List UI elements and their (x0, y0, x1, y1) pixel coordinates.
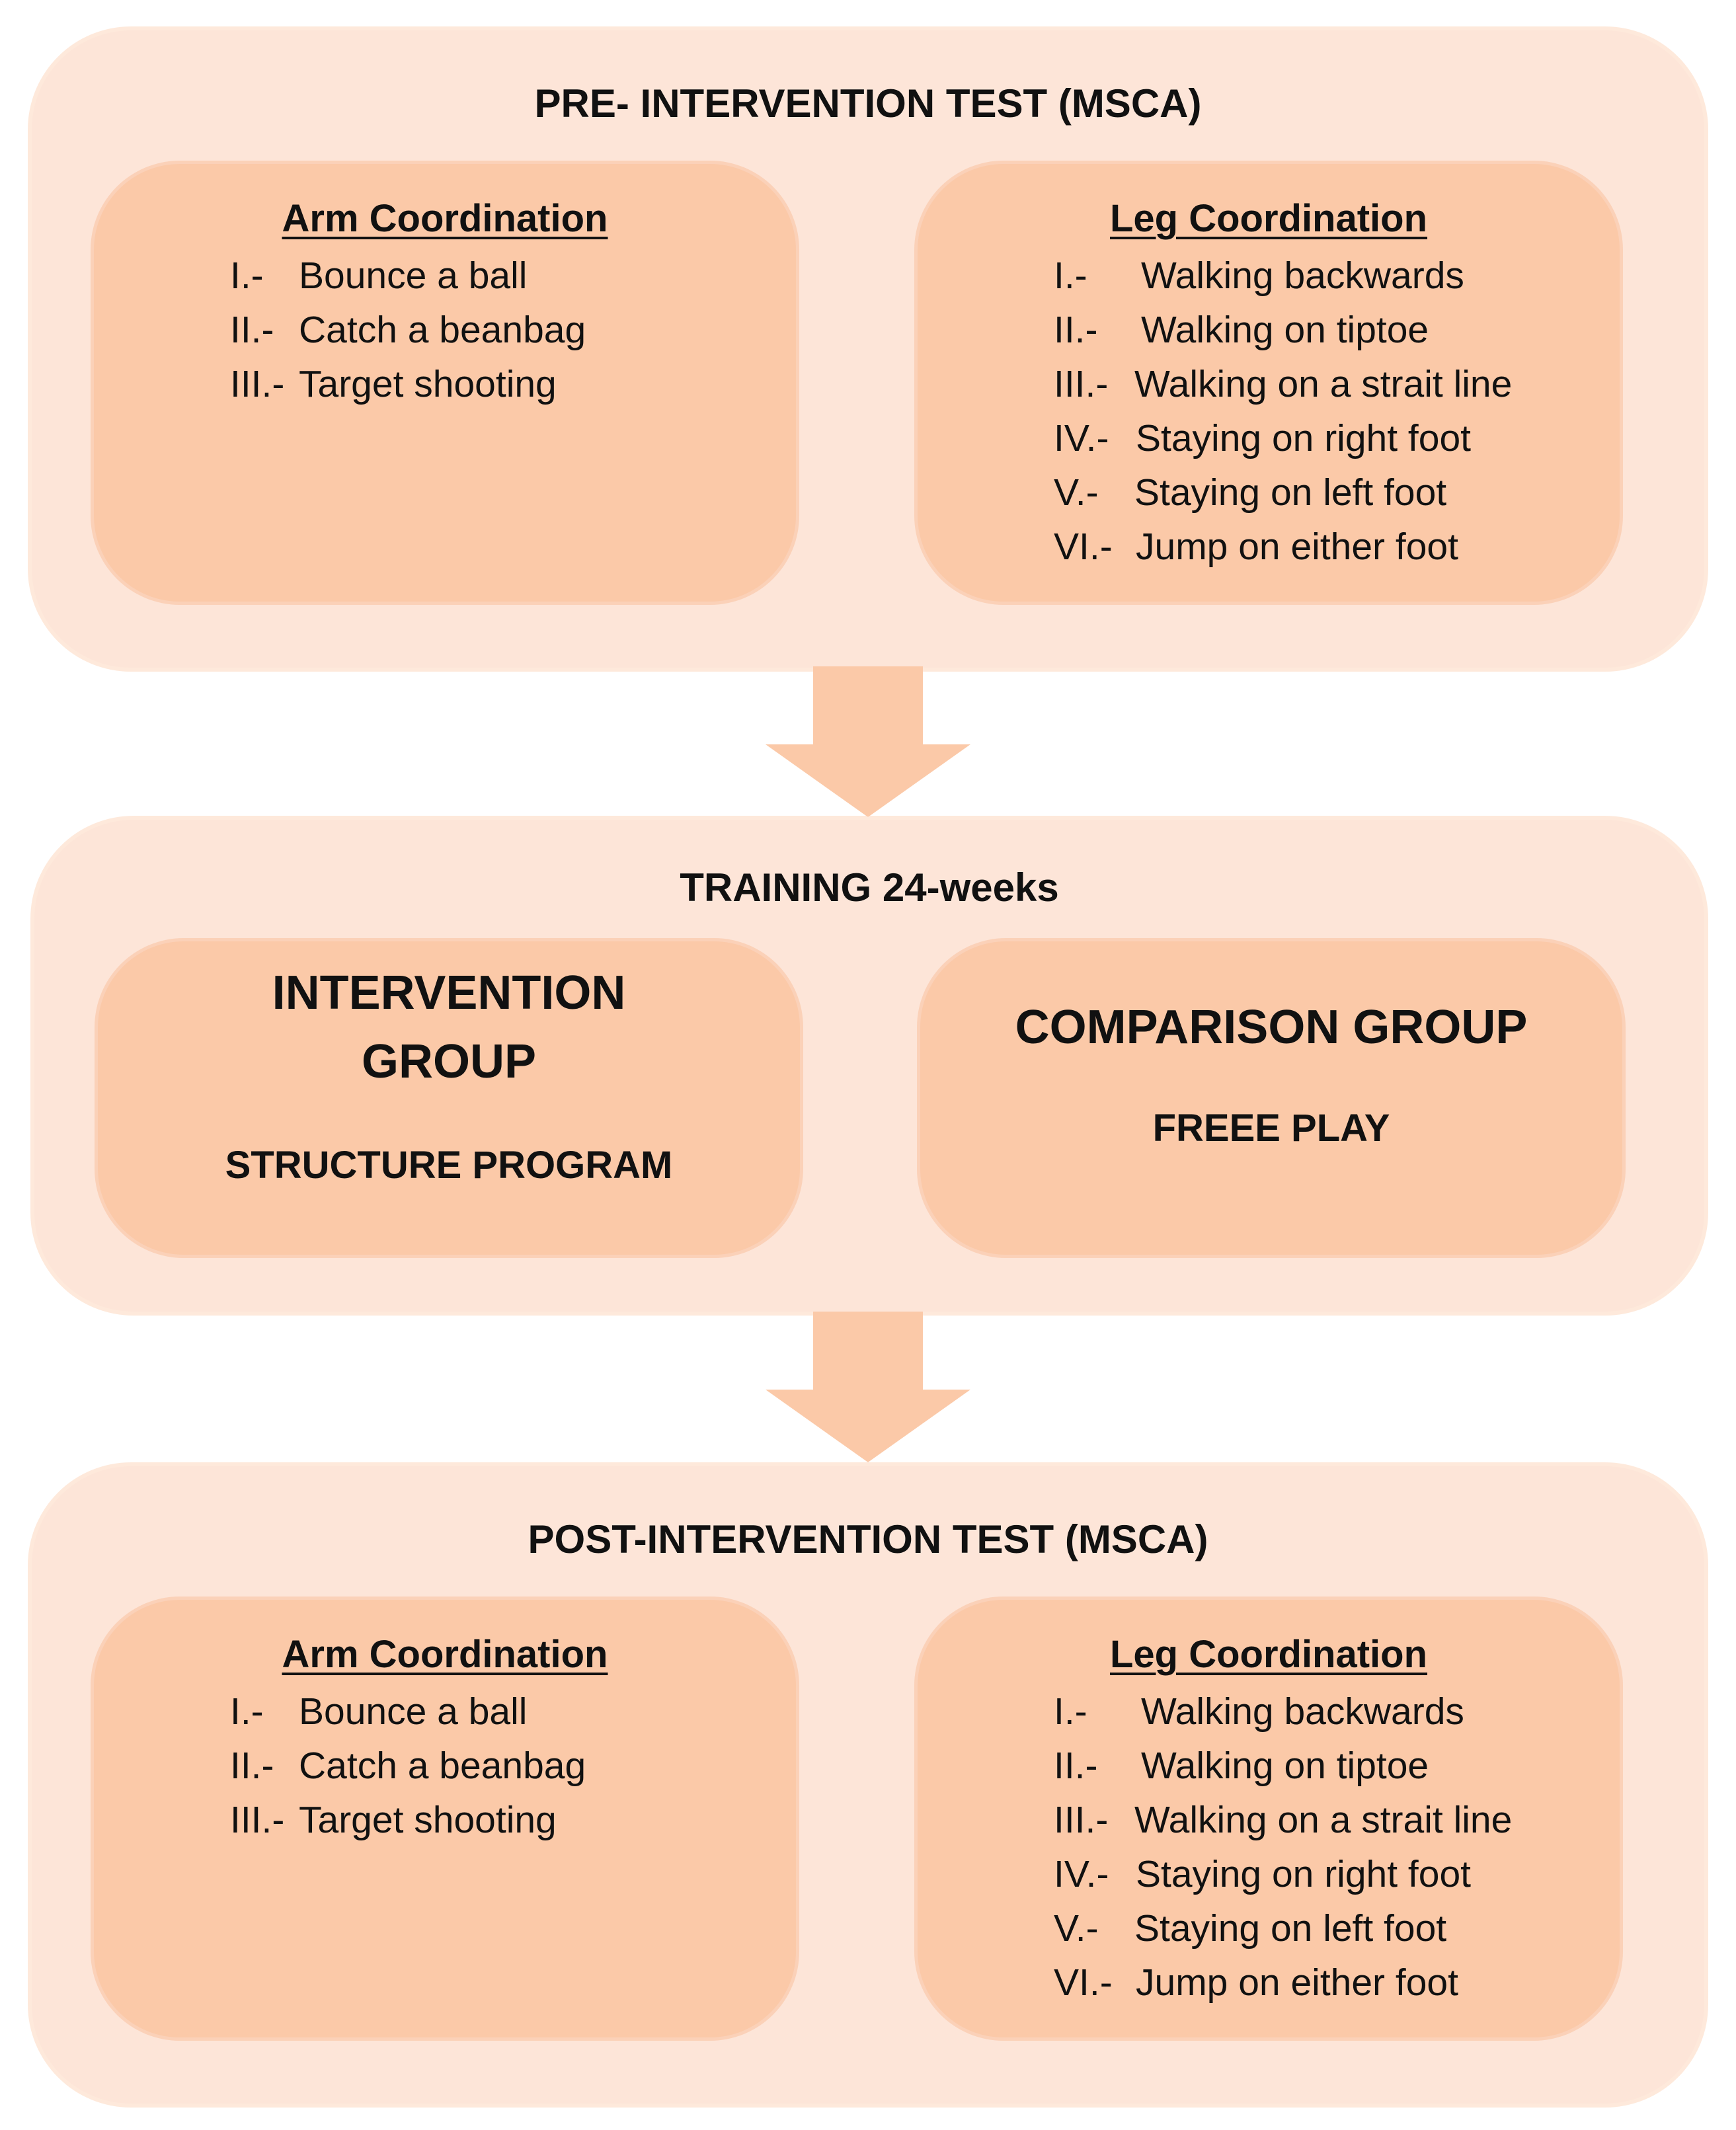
post-leg-item-text: Walking backwards (1141, 1690, 1464, 1733)
intervention-group-program: STRUCTURE PROGRAM (225, 1144, 673, 1187)
training-stage: TRAINING 24-weeks INTERVENTION GROUP STR… (34, 820, 1704, 1312)
post-arm-item-text: Target shooting (299, 1799, 557, 1841)
post-leg-item-number: VI.- (1054, 1961, 1113, 2004)
down-arrow-shape (766, 1312, 970, 1462)
pre-leg-item-number: V.- (1054, 471, 1099, 514)
post-leg-item-text: Walking on tiptoe (1141, 1745, 1429, 1787)
pre-leg-coordination-title: Leg Coordination (1109, 197, 1428, 240)
post-arm-item-number: I.- (230, 1690, 264, 1733)
pre-leg-item-text: Jump on either foot (1136, 526, 1458, 568)
pre-arm-coordination-panel: Arm Coordination I.- Bounce a ball II.- … (94, 164, 796, 602)
pre-leg-item-number: II.- (1054, 309, 1098, 351)
pre-leg-item-text: Walking on a strait line (1134, 363, 1513, 405)
pre-leg-item-number: III.- (1054, 363, 1109, 405)
post-arm-item-text: Bounce a ball (299, 1690, 528, 1733)
post-leg-coordination-title: Leg Coordination (1109, 1633, 1428, 1676)
post-arm-coordination-title: Arm Coordination (282, 1633, 608, 1676)
post-leg-item-text: Staying on left foot (1134, 1907, 1447, 1950)
post-leg-item-number: III.- (1054, 1799, 1109, 1841)
intervention-group-panel: INTERVENTION GROUP STRUCTURE PROGRAM (98, 941, 800, 1255)
down-arrow-shape (766, 666, 970, 817)
comparison-group-panel: COMPARISON GROUP FREEE PLAY (920, 941, 1622, 1255)
pre-arm-item-number: I.- (230, 255, 264, 297)
pre-leg-item-text: Staying on left foot (1134, 471, 1447, 514)
post-leg-item-text: Staying on right foot (1136, 1853, 1471, 1895)
post-intervention-title: POST-INTERVENTION TEST (MSCA) (528, 1517, 1208, 1561)
pre-leg-item-text: Walking on tiptoe (1141, 309, 1429, 351)
pre-arm-item-number: III.- (230, 363, 285, 405)
post-arm-coordination-panel: Arm Coordination I.- Bounce a ball II.- … (94, 1600, 796, 2037)
pre-leg-coordination-panel: Leg Coordination I.- Walking backwards I… (918, 164, 1620, 602)
pre-leg-item-number: IV.- (1054, 417, 1109, 459)
down-arrow-icon (766, 1312, 970, 1462)
pre-leg-item-number: I.- (1054, 255, 1087, 297)
pre-arm-coordination-title: Arm Coordination (282, 197, 608, 240)
post-leg-item-number: IV.- (1054, 1853, 1109, 1895)
pre-intervention-stage: PRE- INTERVENTION TEST (MSCA) Arm Coordi… (32, 30, 1704, 668)
pre-arm-item-text: Bounce a ball (299, 255, 528, 297)
post-intervention-stage: POST-INTERVENTION TEST (MSCA) Arm Coordi… (32, 1466, 1704, 2104)
pre-arm-item-number: II.- (230, 309, 274, 351)
pre-intervention-title: PRE- INTERVENTION TEST (MSCA) (534, 81, 1202, 126)
pre-leg-item-number: VI.- (1054, 526, 1113, 568)
comparison-group-activity: FREEE PLAY (1152, 1107, 1390, 1150)
intervention-group-name: INTERVENTION GROUP (272, 966, 626, 1088)
post-leg-item-text: Jump on either foot (1136, 1961, 1458, 2004)
post-arm-item-text: Catch a beanbag (299, 1745, 586, 1787)
down-arrow-icon (766, 666, 970, 817)
pre-leg-item-text: Staying on right foot (1136, 417, 1471, 459)
pre-arm-item-text: Catch a beanbag (299, 309, 586, 351)
post-leg-item-number: V.- (1054, 1907, 1099, 1950)
post-leg-item-number: I.- (1054, 1690, 1087, 1733)
post-arm-item-number: III.- (230, 1799, 285, 1841)
post-leg-item-number: II.- (1054, 1745, 1098, 1787)
comparison-group-name: COMPARISON GROUP (1015, 1001, 1528, 1054)
pre-leg-item-text: Walking backwards (1141, 255, 1464, 297)
pre-arm-item-text: Target shooting (299, 363, 557, 405)
training-title: TRAINING 24-weeks (680, 865, 1059, 910)
post-leg-item-text: Walking on a strait line (1134, 1799, 1513, 1841)
post-arm-item-number: II.- (230, 1745, 274, 1787)
post-leg-coordination-panel: Leg Coordination I.- Walking backwards I… (918, 1600, 1620, 2037)
